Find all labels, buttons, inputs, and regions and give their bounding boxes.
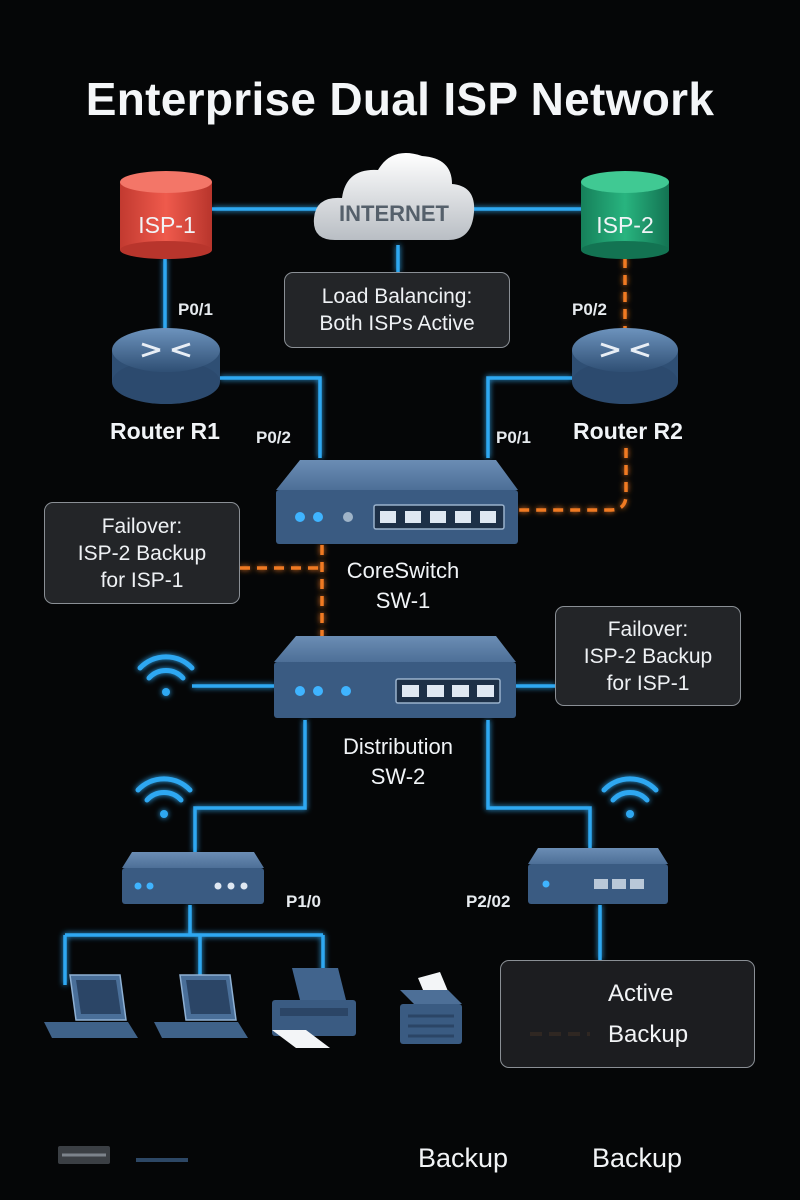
printer-icon: [272, 968, 356, 1048]
router-r2-label: Router R2: [573, 418, 683, 444]
load-balancing-note: Load Balancing: Both ISPs Active: [284, 272, 510, 348]
port-right-access: P2/02: [466, 892, 511, 911]
link-dist-access-right: [486, 720, 592, 848]
distribution-switch-name: Distribution: [342, 734, 454, 759]
port-r2-upstream: P0/2: [572, 300, 607, 319]
failover-note-left: Failover: ISP-2 Backup for ISP-1: [44, 502, 240, 604]
failover-note-left-line2: ISP-2 Backup: [77, 541, 207, 565]
link-r2-core: [486, 376, 572, 458]
laptop-icon-1: [44, 974, 138, 1038]
isp2-node: [581, 171, 669, 259]
active-links: [63, 207, 602, 985]
port-left-access: P1/0: [286, 892, 321, 911]
load-balancing-note-text: Both ISPs Active: [319, 312, 475, 335]
legend-box: [500, 960, 755, 1068]
fax-machine-icon: [400, 972, 462, 1044]
distribution-switch-id: SW-2: [370, 764, 426, 789]
link-r2-core-backup: [516, 448, 628, 512]
internet-cloud-icon: [313, 153, 475, 240]
failover-note-right-line3: for ISP-1: [606, 671, 690, 695]
isp1-label: ISP-1: [138, 212, 196, 238]
core-switch-name: CoreSwitch: [346, 558, 460, 583]
wifi-icon-right: [601, 776, 659, 818]
internet-label: INTERNET: [339, 201, 449, 226]
access-switch-left-icon: [122, 852, 264, 904]
load-balancing-note-title: Load Balancing:: [321, 285, 473, 308]
port-r1-upstream: P0/1: [178, 300, 213, 319]
failover-note-right-line2: ISP-2 Backup: [583, 644, 713, 668]
failover-note-left-line3: for ISP-1: [100, 568, 184, 592]
isp2-label: ISP-2: [596, 212, 654, 238]
legend-active-label: Active: [608, 980, 674, 1007]
bottom-legend-swatches: [58, 1146, 578, 1164]
failover-note-right-title: Failover:: [607, 617, 689, 641]
legend-backup-label: Backup: [608, 1021, 689, 1048]
link-r1-core: [220, 376, 322, 458]
router-r1-label: Router R1: [110, 418, 220, 444]
link-dist-access-left: [193, 720, 307, 852]
core-switch-icon: [276, 460, 518, 544]
isp1-node: [120, 171, 212, 259]
core-switch-label: CoreSwitch SW-1: [318, 556, 488, 616]
failover-note-right: Failover: ISP-2 Backup for ISP-1: [555, 606, 741, 706]
bottom-legend-label-1: Backup: [418, 1143, 509, 1173]
laptop-icon-2: [154, 974, 248, 1038]
link-access-left-bus: [63, 905, 325, 985]
port-r2-downstream: P0/1: [496, 428, 531, 447]
router-r1-icon: [112, 328, 220, 404]
failover-note-left-title: Failover:: [101, 514, 183, 538]
backup-links: [240, 258, 628, 636]
core-switch-id: SW-1: [375, 588, 431, 613]
port-r1-downstream: P0/2: [256, 428, 291, 447]
distribution-switch-icon: [274, 636, 516, 718]
wifi-icon-mid: [135, 776, 193, 818]
diagram-title: Enterprise Dual ISP Network: [85, 73, 715, 125]
wifi-icon-left: [137, 654, 195, 696]
router-r2-icon: [572, 328, 678, 404]
distribution-switch-label: Distribution SW-2: [313, 732, 483, 792]
access-switch-right-icon: [528, 848, 668, 904]
bottom-legend-label-2: Backup: [592, 1143, 683, 1173]
